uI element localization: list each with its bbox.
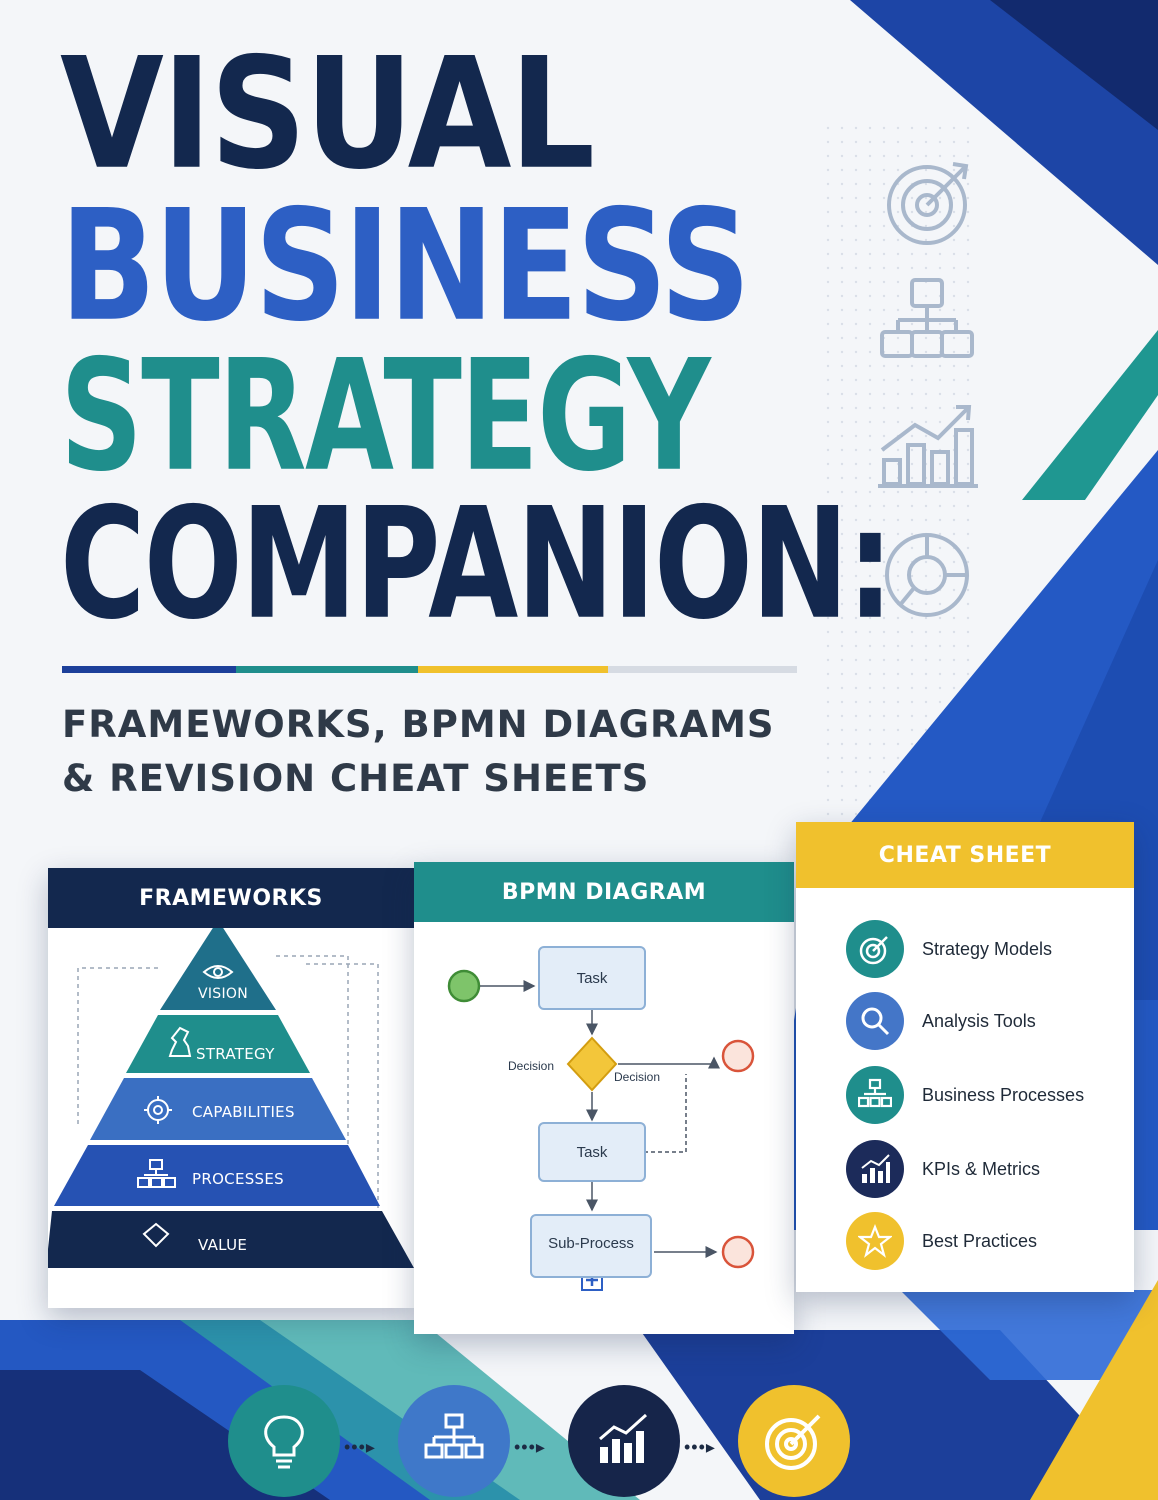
cheatsheet-label: Analysis Tools [922, 1010, 1036, 1031]
cheatsheet-item-best-practices: Best Practices [846, 1212, 1037, 1270]
pyramid-level-processes: PROCESSES [192, 1170, 284, 1188]
star-icon [846, 1212, 904, 1270]
cheatsheet-item-kpis: KPIs & Metrics [846, 1140, 1040, 1198]
cheatsheet-item-strategy-models: Strategy Models [846, 920, 1052, 978]
title-divider [62, 666, 797, 673]
bpmn-header: BPMN DIAGRAM [414, 862, 794, 922]
magnifier-icon [846, 992, 904, 1050]
side-icons [878, 162, 978, 617]
bpmn-task-2: Task [538, 1122, 646, 1182]
cheatsheet-label: KPIs & Metrics [922, 1158, 1041, 1179]
cheatsheet-item-analysis-tools: Analysis Tools [846, 992, 1036, 1050]
cheatsheet-header: CHEAT SHEET [796, 822, 1134, 888]
start-event [447, 969, 481, 1003]
lightbulb-icon [228, 1385, 340, 1497]
gear-icon [144, 1096, 172, 1124]
diamond-icon [142, 1222, 170, 1248]
target-icon [738, 1385, 850, 1497]
bar-chart-icon [568, 1385, 680, 1497]
pyramid-level-strategy: STRATEGY [196, 1045, 275, 1063]
growth-chart-outline-icon [878, 405, 978, 488]
decision-gateway [566, 1036, 618, 1092]
end-event-lower [721, 1235, 755, 1269]
hierarchy-icon [137, 1159, 176, 1188]
bpmn-subprocess: Sub-Process [530, 1214, 652, 1278]
frameworks-panel: FRAMEWORKS [48, 868, 414, 1308]
title-line-business: BUSINESS [60, 177, 751, 356]
cheatsheet-label: Business Processes [922, 1084, 1085, 1105]
title-line-strategy: STRATEGY [60, 327, 711, 506]
bottom-connector-3: •••▸ [684, 1437, 716, 1457]
frameworks-header: FRAMEWORKS [48, 868, 414, 928]
pyramid-level-value: VALUE [198, 1236, 248, 1254]
bpmn-task-1: Task [538, 946, 646, 1010]
cheatsheet-label: Best Practices [922, 1230, 1038, 1251]
target-icon [846, 920, 904, 978]
target-outline-icon [887, 162, 969, 245]
title-line-visual: VISUAL [60, 25, 595, 204]
hierarchy-icon [398, 1385, 510, 1497]
title-line-companion: COMPANION: [60, 475, 894, 654]
bottom-connector-1: •••▸ [344, 1437, 376, 1457]
hierarchy-icon [846, 1066, 904, 1124]
hierarchy-outline-icon [880, 278, 974, 358]
eye-icon [202, 965, 234, 979]
subtitle-line-1: FRAMEWORKS, BPMN DIAGRAMS [62, 703, 775, 746]
cheatsheet-label: Strategy Models [922, 938, 1053, 959]
cheatsheet-item-business-processes: Business Processes [846, 1066, 1084, 1124]
pie-chart-outline-icon [885, 533, 969, 617]
chess-knight-icon [168, 1026, 192, 1057]
decision-label-right: Decision [614, 1070, 661, 1084]
decision-label-left: Decision [508, 1059, 555, 1073]
pyramid-level-capabilities: CAPABILITIES [192, 1103, 295, 1121]
pyramid-level-vision: VISION [198, 986, 249, 1002]
end-event-upper [721, 1039, 755, 1073]
bpmn-panel: BPMN DIAGRAM Task [414, 862, 794, 1334]
bar-chart-icon [846, 1140, 904, 1198]
framework-pyramid [48, 928, 414, 1268]
bottom-connector-2: •••▸ [514, 1437, 546, 1457]
subtitle-line-2: & REVISION CHEAT SHEETS [62, 757, 650, 800]
cheatsheet-panel: CHEAT SHEET Strategy Models Analysis Too… [796, 822, 1134, 1292]
